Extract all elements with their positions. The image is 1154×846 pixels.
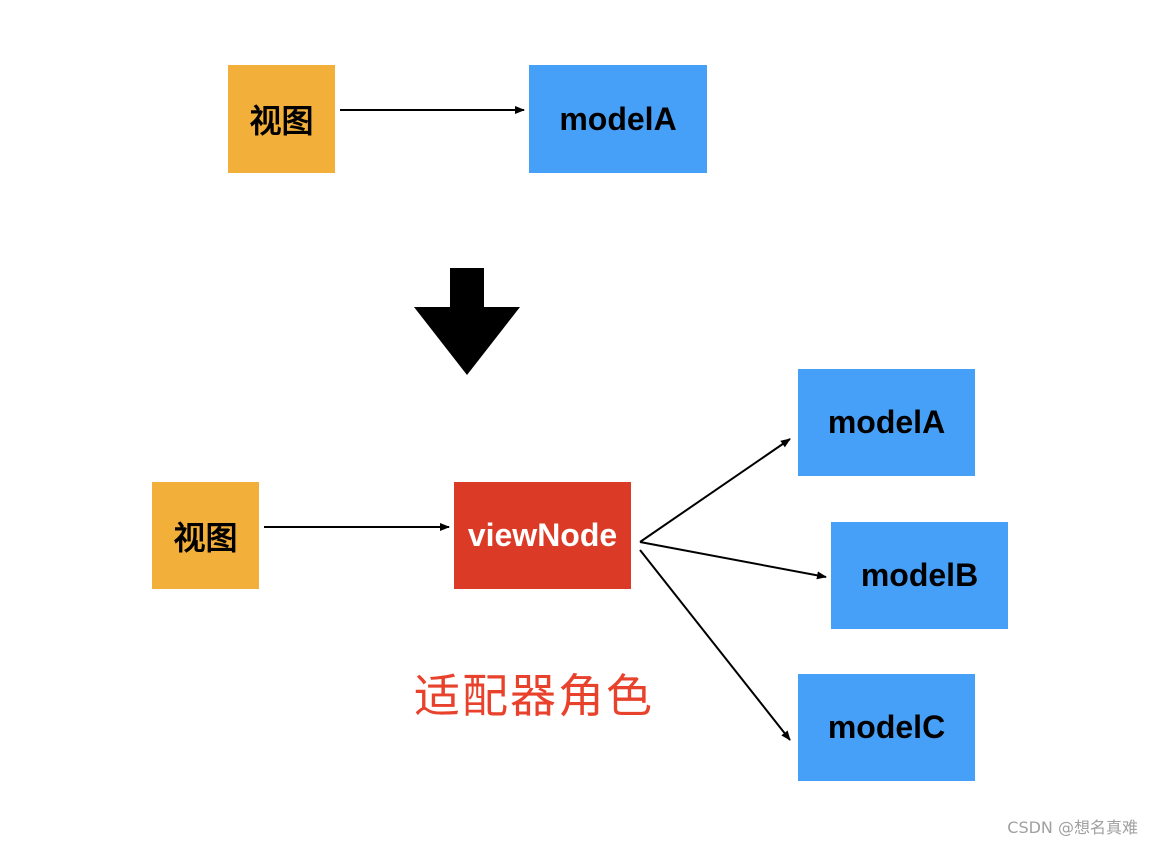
modelA-box: modelA <box>798 369 975 476</box>
modelC-box: modelC <box>798 674 975 781</box>
big-down-arrow-icon <box>414 268 520 375</box>
arrow-viewnode-to-modelB <box>639 541 827 580</box>
modelB-box: modelB <box>831 522 1008 629</box>
arrow-viewnode-to-modelA <box>639 438 791 543</box>
viewnode-adapter-box: viewNode <box>454 482 631 589</box>
adapter-role-caption: 适配器角色 <box>414 669 654 723</box>
arrow-viewnode-to-modelC <box>639 549 791 741</box>
view-box-top: 视图 <box>228 65 335 173</box>
view-box-bottom: 视图 <box>152 482 259 589</box>
modelA-box-top: modelA <box>529 65 707 173</box>
watermark: CSDN @想名真难 <box>1007 818 1138 837</box>
